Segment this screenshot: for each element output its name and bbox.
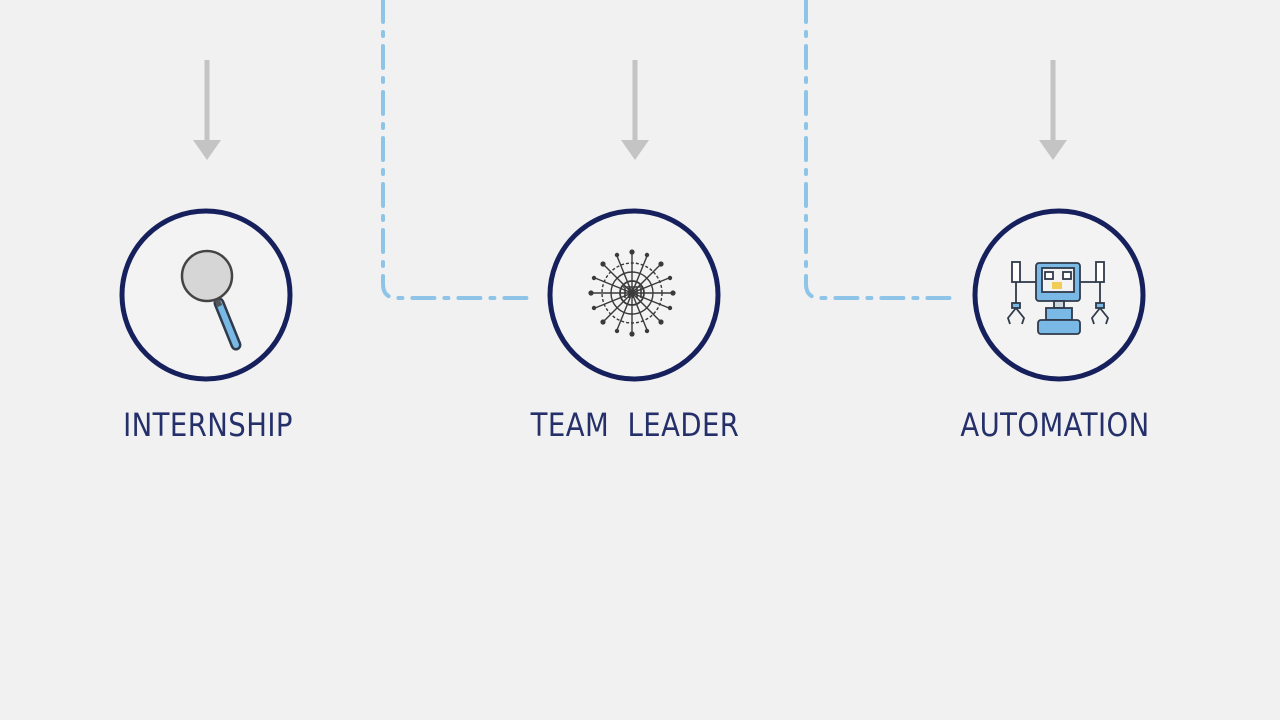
connectors — [381, 0, 957, 300]
automation-label: AUTOMATION — [960, 406, 1150, 444]
team-leader-label: TEAM LEADER — [530, 406, 740, 444]
internship-label: INTERNSHIP — [123, 406, 293, 444]
connector-to-team-leader — [381, 0, 534, 300]
robot-icon — [1006, 261, 1110, 335]
arrow-down-icon — [621, 60, 649, 160]
arrow-down-icon — [1039, 60, 1067, 160]
arrows — [193, 60, 1067, 160]
connector-to-automation — [804, 0, 957, 300]
magnifier-icon — [180, 249, 242, 351]
team-network-icon — [588, 249, 676, 337]
arrow-down-icon — [193, 60, 221, 160]
